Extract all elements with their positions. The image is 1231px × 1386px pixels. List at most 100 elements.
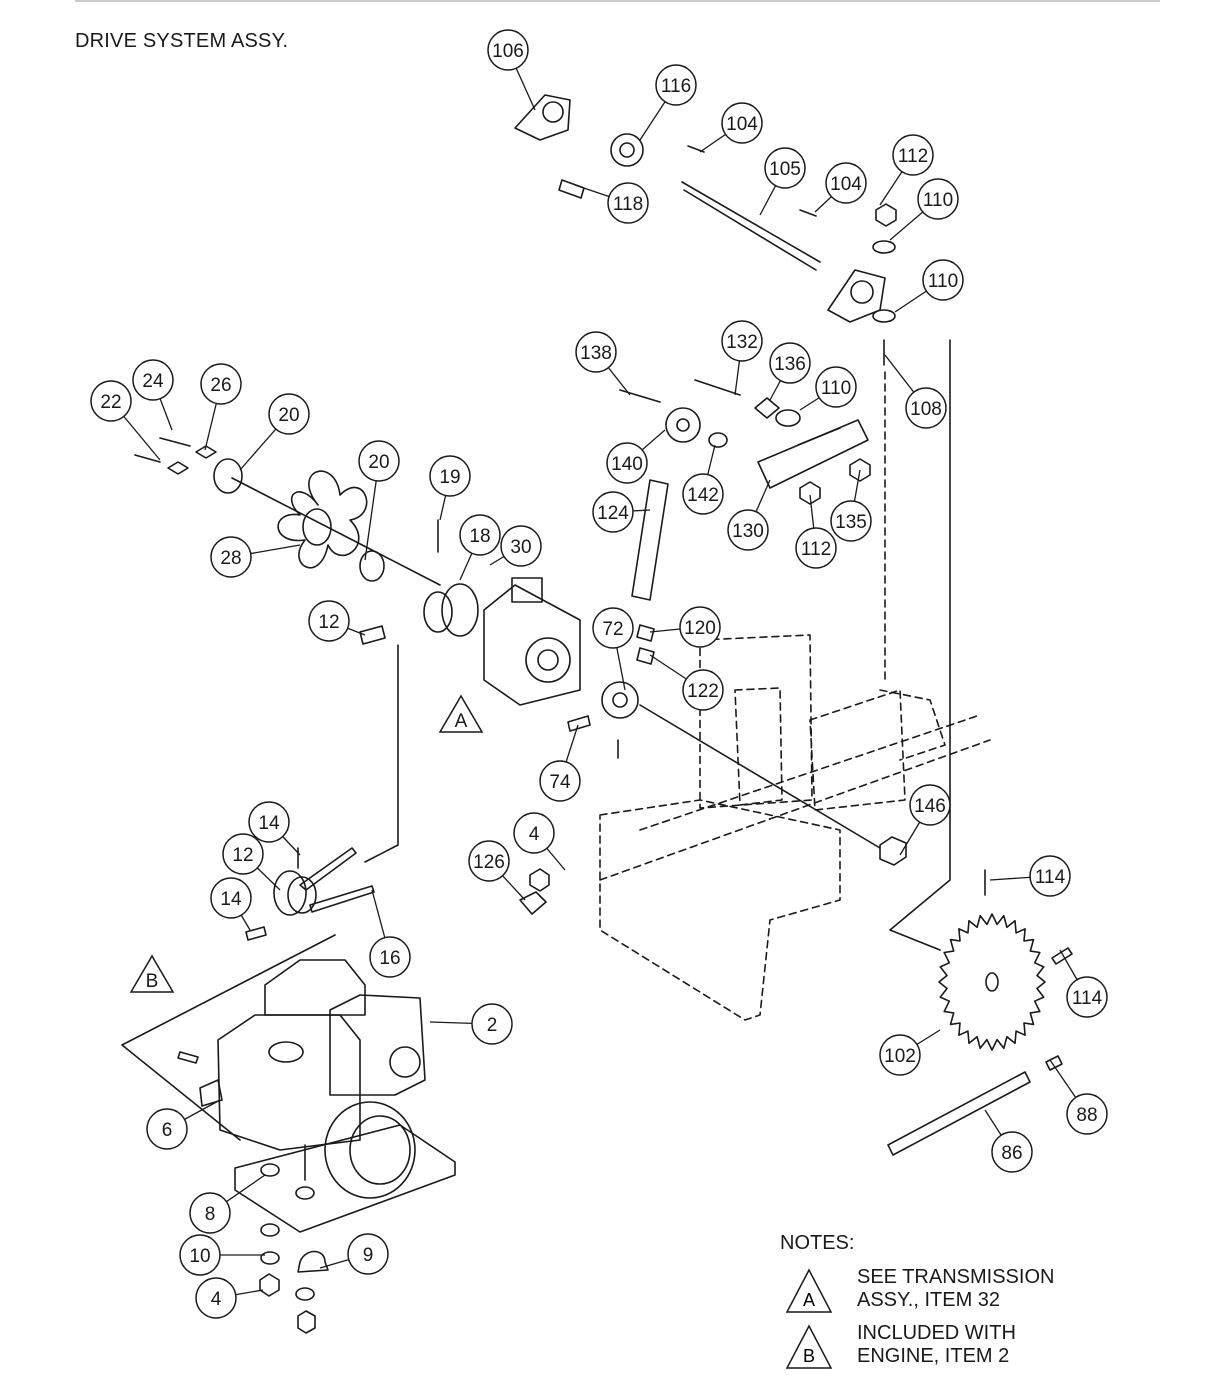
svg-text:122: 122 bbox=[687, 681, 719, 702]
svg-text:12: 12 bbox=[232, 845, 253, 866]
svg-text:116: 116 bbox=[661, 76, 691, 97]
svg-text:14: 14 bbox=[258, 813, 280, 834]
fan-washer bbox=[213, 458, 243, 494]
svg-text:6: 6 bbox=[162, 1120, 173, 1141]
machine-frame-dashed bbox=[599, 634, 991, 1021]
callout-10: 10 bbox=[179, 1234, 221, 1276]
callout-18: 18 bbox=[459, 514, 501, 556]
svg-text:22: 22 bbox=[100, 392, 121, 413]
svg-text:88: 88 bbox=[1076, 1105, 1097, 1126]
svg-text:72: 72 bbox=[602, 619, 623, 640]
callout-138: 138 bbox=[575, 331, 617, 373]
svg-text:B: B bbox=[146, 971, 159, 992]
callout-142: 142 bbox=[682, 473, 724, 515]
pillow-block-bearing-left bbox=[514, 94, 571, 141]
callout-130: 130 bbox=[727, 509, 769, 551]
drive-shaft bbox=[681, 181, 821, 271]
svg-text:30: 30 bbox=[510, 537, 531, 558]
note-b-line2: ENGINE, ITEM 2 bbox=[857, 1345, 1010, 1367]
callout-12: 12 bbox=[222, 833, 264, 875]
svg-text:146: 146 bbox=[914, 796, 946, 817]
note-a-line2: ASSY., ITEM 32 bbox=[857, 1289, 1001, 1311]
note-a-line1: SEE TRANSMISSION bbox=[857, 1266, 1055, 1288]
svg-text:19: 19 bbox=[439, 467, 460, 488]
svg-text:142: 142 bbox=[687, 485, 719, 506]
notes-heading: NOTES: bbox=[780, 1232, 855, 1254]
callout-8: 8 bbox=[189, 1192, 231, 1234]
reference-marker-a: A bbox=[438, 694, 484, 733]
callout-102: 102 bbox=[879, 1034, 921, 1076]
note-marker-a: A bbox=[785, 1268, 833, 1313]
idler-bracket bbox=[757, 419, 869, 489]
svg-text:10: 10 bbox=[189, 1246, 210, 1267]
reference-marker-b: B bbox=[129, 954, 175, 993]
svg-text:8: 8 bbox=[205, 1204, 216, 1225]
callout-30: 30 bbox=[500, 525, 542, 567]
svg-text:136: 136 bbox=[774, 354, 806, 375]
idler-sprocket bbox=[665, 407, 701, 443]
callout-116: 116 bbox=[655, 64, 697, 106]
callout-126: 126 bbox=[468, 840, 510, 882]
callout-108: 108 bbox=[905, 387, 947, 429]
callout-114: 114 bbox=[1066, 976, 1108, 1018]
svg-text:132: 132 bbox=[726, 332, 758, 353]
callout-28: 28 bbox=[210, 536, 252, 578]
svg-text:4: 4 bbox=[211, 1289, 222, 1310]
svg-text:124: 124 bbox=[597, 503, 629, 524]
svg-text:110: 110 bbox=[821, 378, 851, 399]
callout-9: 9 bbox=[347, 1233, 389, 1275]
svg-text:108: 108 bbox=[910, 399, 942, 420]
callout-22: 22 bbox=[90, 380, 132, 422]
callout-4: 4 bbox=[195, 1277, 237, 1319]
callout-86: 86 bbox=[991, 1131, 1033, 1173]
svg-text:114: 114 bbox=[1072, 988, 1103, 1009]
svg-text:104: 104 bbox=[726, 114, 758, 135]
svg-text:2: 2 bbox=[487, 1015, 498, 1036]
notes-markers: A B bbox=[785, 1268, 833, 1369]
callout-20: 20 bbox=[358, 440, 400, 482]
callout-136: 136 bbox=[769, 342, 811, 384]
callout-118: 118 bbox=[607, 182, 649, 224]
svg-text:130: 130 bbox=[732, 521, 764, 542]
callout-110: 110 bbox=[815, 366, 857, 408]
callout-110: 110 bbox=[917, 178, 959, 220]
callout-4: 4 bbox=[513, 812, 555, 854]
callout-24: 24 bbox=[132, 359, 174, 401]
roller-chain-long bbox=[887, 1071, 1031, 1156]
callout-6: 6 bbox=[146, 1108, 188, 1150]
note-b-line1: INCLUDED WITH bbox=[857, 1322, 1016, 1344]
svg-text:B: B bbox=[803, 1346, 815, 1366]
callout-14: 14 bbox=[210, 877, 252, 919]
callout-132: 132 bbox=[721, 320, 763, 362]
callout-88: 88 bbox=[1066, 1093, 1108, 1135]
svg-text:74: 74 bbox=[549, 772, 571, 793]
svg-text:114: 114 bbox=[1035, 867, 1066, 888]
page-title: DRIVE SYSTEM ASSY. bbox=[75, 30, 289, 52]
large-sprocket bbox=[938, 913, 1046, 1051]
callout-114: 114 bbox=[1029, 855, 1071, 897]
callout-104: 104 bbox=[721, 102, 763, 144]
svg-text:14: 14 bbox=[220, 889, 242, 910]
svg-text:4: 4 bbox=[529, 824, 540, 845]
callout-146: 146 bbox=[909, 784, 951, 826]
callout-19: 19 bbox=[429, 455, 471, 497]
svg-text:20: 20 bbox=[368, 452, 389, 473]
callout-16: 16 bbox=[369, 936, 411, 978]
svg-text:86: 86 bbox=[1001, 1143, 1022, 1164]
svg-text:A: A bbox=[455, 711, 468, 732]
callout-140: 140 bbox=[606, 442, 648, 484]
svg-text:12: 12 bbox=[318, 612, 339, 633]
pillow-block-bearing-right bbox=[827, 269, 886, 323]
drive-sprocket-small bbox=[601, 681, 639, 719]
callout-2: 2 bbox=[471, 1003, 513, 1045]
svg-text:104: 104 bbox=[830, 174, 862, 195]
svg-text:102: 102 bbox=[884, 1046, 916, 1067]
svg-text:110: 110 bbox=[923, 190, 953, 211]
svg-text:A: A bbox=[803, 1290, 815, 1310]
svg-text:112: 112 bbox=[898, 146, 928, 167]
svg-text:105: 105 bbox=[769, 159, 801, 180]
engine-pulley bbox=[273, 870, 307, 916]
note-marker-b: B bbox=[785, 1324, 833, 1369]
engine bbox=[199, 959, 456, 1233]
